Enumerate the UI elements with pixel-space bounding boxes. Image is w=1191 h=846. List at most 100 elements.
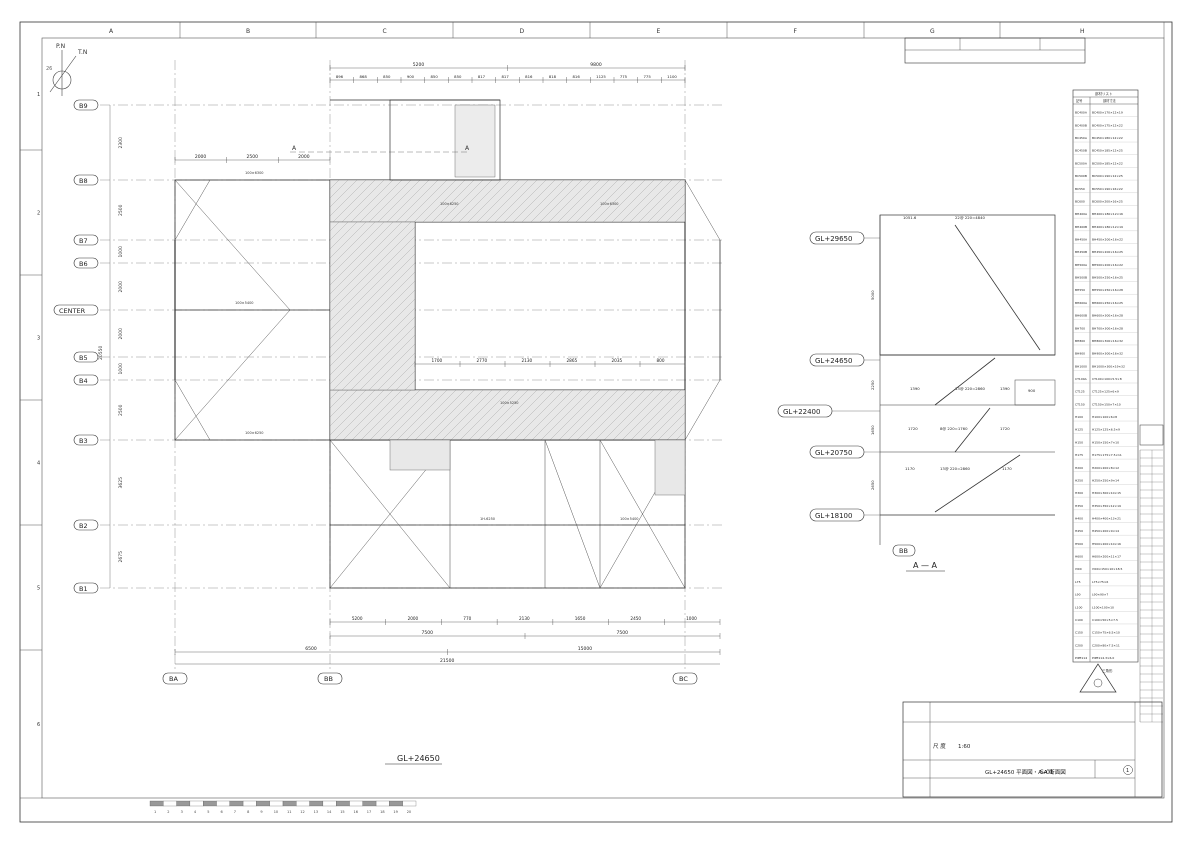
section-dim: 1390 bbox=[910, 386, 920, 391]
grid-label-b6: B6 bbox=[79, 260, 88, 268]
dim-value: 850 bbox=[431, 74, 439, 79]
spec-size: H125×125×6.5×9 bbox=[1092, 428, 1120, 432]
hatch-line bbox=[638, 179, 682, 223]
grid-row-spacing: 1000 bbox=[118, 363, 124, 375]
hatch-line bbox=[657, 412, 686, 441]
spec-code: BC400A bbox=[1075, 111, 1088, 115]
dim-value: 1700 bbox=[432, 358, 443, 363]
spec-size: BC450×180×12×22 bbox=[1092, 136, 1123, 140]
spec-size: H250×250×9×14 bbox=[1092, 478, 1119, 482]
dim-value: 7500 bbox=[422, 630, 434, 636]
section-vert-dim: 5000 bbox=[870, 290, 875, 300]
scale-bar-segment bbox=[349, 800, 363, 807]
grid-label-b7: B7 bbox=[79, 237, 88, 245]
dim-value: 770 bbox=[463, 616, 471, 621]
spec-code: BH600A bbox=[1075, 301, 1088, 305]
side-row-label: 3 bbox=[37, 336, 40, 342]
spec-code: BH700 bbox=[1075, 326, 1085, 330]
spec-table-header: 部材リスト bbox=[1095, 91, 1113, 96]
dim-value: 2500 bbox=[247, 154, 259, 160]
right-stub-table bbox=[1139, 449, 1163, 723]
hatch-line bbox=[404, 379, 416, 391]
hatch-line bbox=[486, 389, 538, 441]
dim-value: 817 bbox=[478, 74, 486, 79]
hatch-line bbox=[341, 179, 385, 223]
grid-label-b1: B1 bbox=[79, 585, 88, 593]
section-dim: 8@ 220=1760 bbox=[940, 426, 968, 431]
spec-code: H200 bbox=[1075, 466, 1083, 470]
spec-size: H350×350×12×19 bbox=[1092, 504, 1121, 508]
grid-row-spacing: 2000 bbox=[118, 328, 124, 340]
spec-code: H250 bbox=[1075, 478, 1083, 482]
hatch-line bbox=[329, 389, 349, 409]
plan-member-labels: 100×6300100×5400100×6250100×62501H-62501… bbox=[235, 171, 639, 521]
spec-code: BC600 bbox=[1075, 199, 1085, 203]
spec-code: H175 bbox=[1075, 453, 1083, 457]
scale-bar-number: 8 bbox=[247, 810, 249, 814]
spec-size: BH500×200×16×22 bbox=[1092, 263, 1123, 267]
top-column-label: G bbox=[930, 28, 935, 35]
top-column-label: D bbox=[520, 28, 525, 35]
section-cut-label-a: A bbox=[292, 145, 297, 152]
plan-north-label: P.N bbox=[56, 43, 65, 50]
spec-code: C200 bbox=[1075, 643, 1083, 647]
spec-size: BH550×250×16×28 bbox=[1092, 288, 1123, 292]
hatch-line bbox=[504, 389, 556, 441]
scale-bar-number: 16 bbox=[354, 810, 358, 814]
revision-circle bbox=[1123, 765, 1133, 775]
grid-bubble-b6 bbox=[73, 257, 99, 269]
spec-size: H500×200×10×16 bbox=[1092, 542, 1121, 546]
spec-code: BH550 bbox=[1075, 288, 1085, 292]
hatch-line bbox=[540, 389, 592, 441]
scale-bar-number: 19 bbox=[393, 810, 397, 814]
scale-bar-segment bbox=[375, 800, 390, 807]
hatch-line bbox=[621, 389, 673, 441]
spec-size: C150×75×6.5×10 bbox=[1092, 631, 1120, 635]
hatch-line bbox=[530, 179, 574, 223]
spec-code: L100 bbox=[1075, 605, 1082, 609]
dim-value: 775 bbox=[620, 74, 628, 79]
hatch-line bbox=[593, 179, 637, 223]
spec-code: BH500A bbox=[1075, 263, 1088, 267]
spec-size: C100×50×5×7.5 bbox=[1092, 618, 1118, 622]
hatch-line bbox=[458, 179, 502, 223]
spec-size: BH400×180×12×16 bbox=[1092, 212, 1123, 216]
spec-size: BH1000×300×19×32 bbox=[1092, 364, 1125, 368]
dim-value: 2035 bbox=[612, 358, 623, 363]
hatch-line bbox=[485, 179, 529, 223]
spec-code: BC550 bbox=[1075, 187, 1085, 191]
grid-label-b9: B9 bbox=[79, 102, 88, 110]
spec-code: C150 bbox=[1075, 631, 1083, 635]
dim-total: 21500 bbox=[440, 658, 454, 664]
scale-bar-segment bbox=[296, 800, 310, 807]
hatch-line bbox=[369, 389, 421, 441]
scale-bar-segment bbox=[216, 800, 230, 807]
grid-col-bubble-ba bbox=[162, 672, 188, 685]
hatch-line bbox=[665, 202, 686, 223]
hatch-line bbox=[350, 179, 394, 223]
grid-row-spacing: 2675 bbox=[118, 551, 124, 563]
hatch-line bbox=[584, 179, 628, 223]
spec-size: BH450×200×16×22 bbox=[1092, 238, 1123, 242]
dim-value: 2865 bbox=[567, 358, 578, 363]
section-vert-dim: 2250 bbox=[870, 380, 875, 390]
member-label: 100×6300 bbox=[245, 171, 264, 175]
hatch-line bbox=[329, 389, 376, 436]
stair-flight-1 bbox=[954, 224, 1041, 351]
dim-value: 2000 bbox=[195, 154, 207, 160]
spec-size: BC400×175×12×22 bbox=[1092, 123, 1123, 127]
scale-bar-number: 20 bbox=[407, 810, 411, 814]
scale-bar-segment bbox=[336, 800, 350, 807]
spec-code: H100 bbox=[1075, 415, 1083, 419]
hatch-line bbox=[414, 389, 466, 441]
dim-value: 816 bbox=[525, 74, 533, 79]
east-bracing bbox=[684, 379, 721, 441]
hatch-line bbox=[467, 179, 511, 223]
level-label: GL+22400 bbox=[783, 408, 820, 416]
hatch-line bbox=[674, 211, 686, 223]
spec-size: BC550×190×16×22 bbox=[1092, 187, 1123, 191]
